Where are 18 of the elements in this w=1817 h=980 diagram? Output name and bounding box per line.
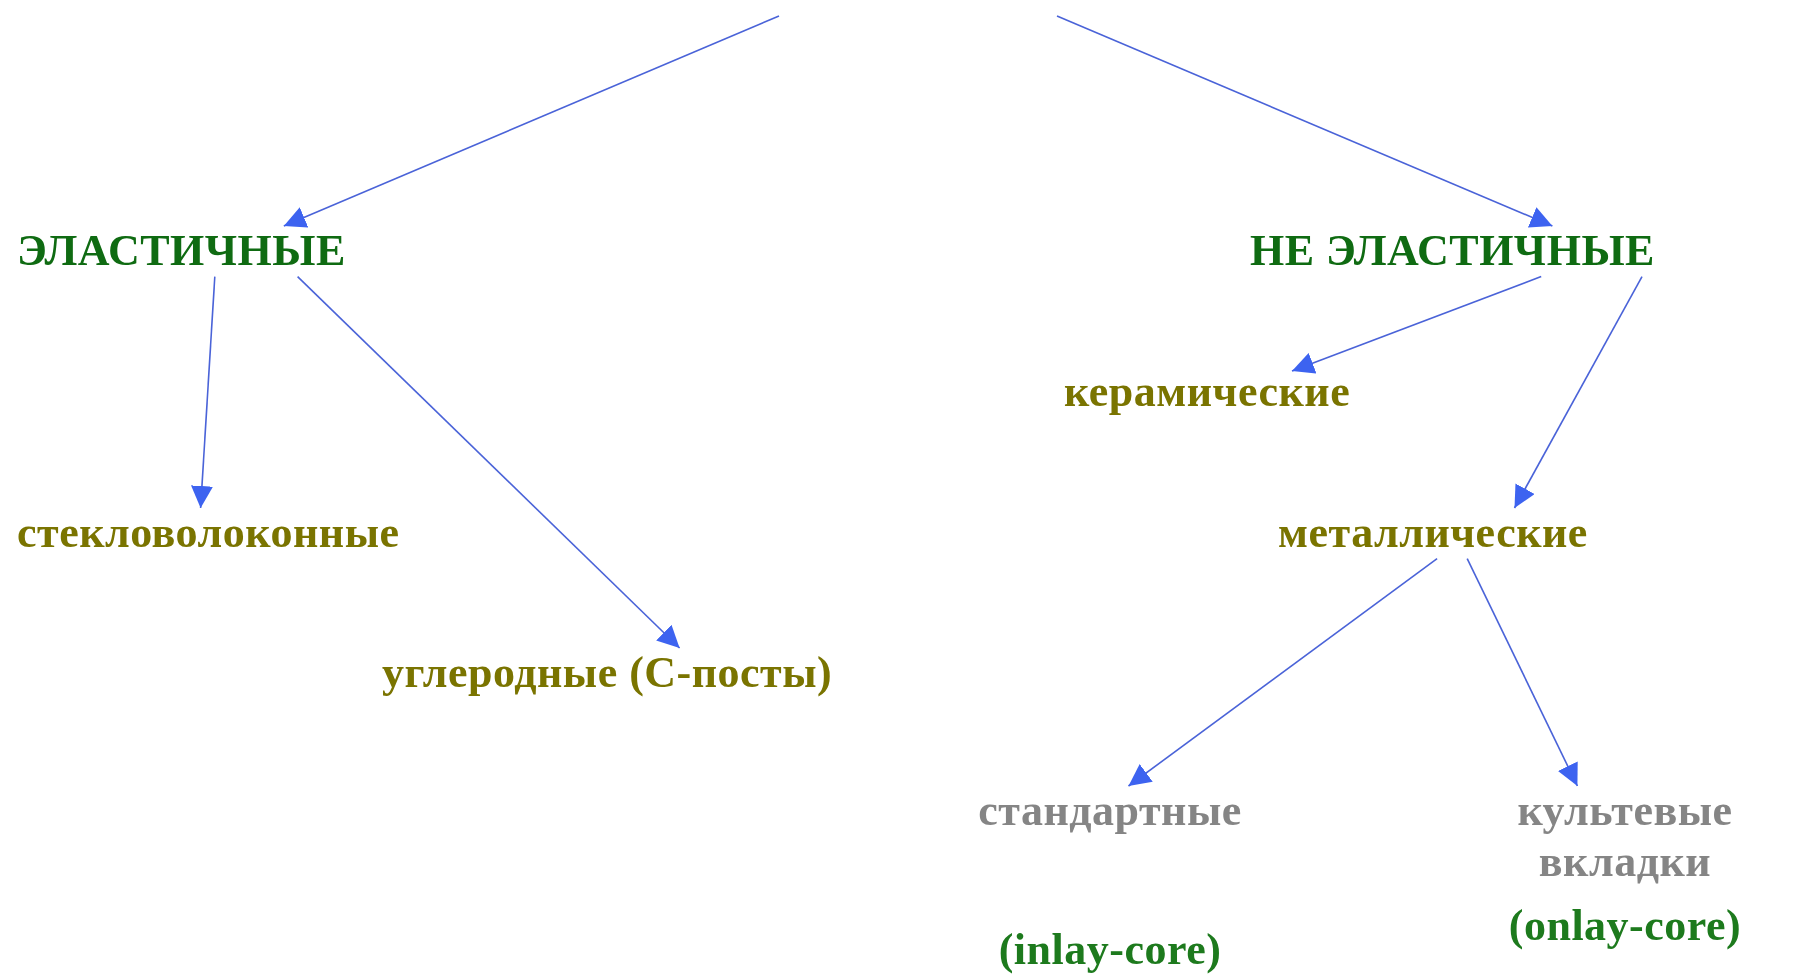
category-label: культевые вкладки	[1516, 786, 1734, 888]
subtype-label: (inlay-core)	[998, 924, 1222, 976]
category-label: стекловолоконные	[17, 508, 400, 559]
arrow	[1466, 557, 1579, 787]
arrow	[1056, 15, 1554, 228]
category-label: ЭЛАСТИЧНЫЕ	[17, 226, 346, 277]
category-label: НЕ ЭЛАСТИЧНЫЕ	[1250, 226, 1655, 277]
arrow	[1291, 275, 1542, 374]
arrow	[1127, 557, 1438, 787]
category-label: стандартные	[978, 786, 1242, 837]
arrow	[190, 275, 216, 509]
category-label: металлические	[1278, 508, 1588, 559]
arrow	[296, 275, 681, 649]
arrow	[1513, 275, 1643, 509]
category-label: углеродные (С-посты)	[382, 648, 833, 699]
category-label: керамические	[1064, 367, 1351, 418]
subtype-label: (onlay-core)	[1508, 901, 1742, 952]
arrow	[283, 15, 780, 228]
